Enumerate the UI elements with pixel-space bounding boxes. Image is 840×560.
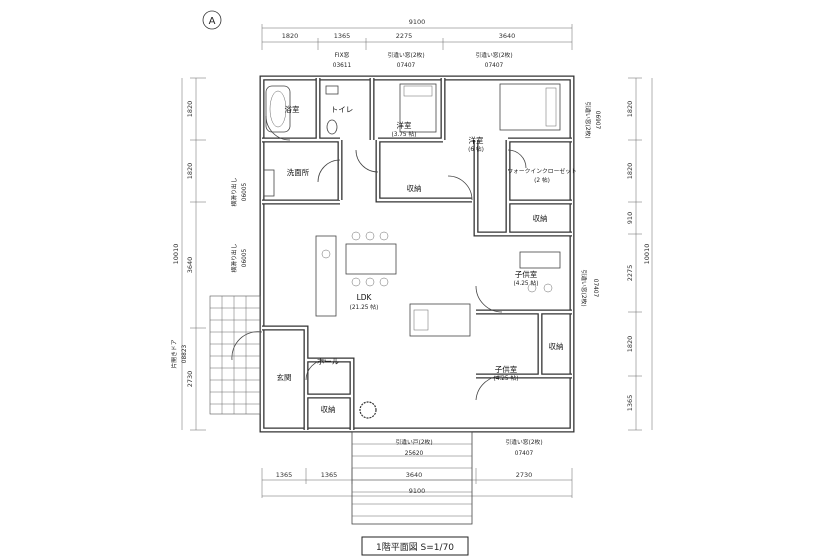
window-right-top-label: 引違い窓(2枚) xyxy=(584,101,592,138)
window-left-1-label: 横滑り出し xyxy=(230,177,238,206)
left-dimensions: 1820 1820 3640 2730 10010 xyxy=(172,77,206,431)
sofa-icon xyxy=(409,303,471,337)
right-dim-3: 910 xyxy=(626,212,634,224)
right-dim-4: 2275 xyxy=(626,265,634,282)
right-total-dim: 10010 xyxy=(643,244,651,265)
window-fix-code: 03611 xyxy=(333,63,352,69)
window-left-2-code: 06005 xyxy=(242,248,248,267)
bottom-dim-2: 1365 xyxy=(321,471,338,479)
door-left-label: 片開きドア xyxy=(170,339,178,368)
window-fix-label: FIX窓 xyxy=(335,51,350,59)
bottom-dim-4: 2730 xyxy=(516,471,533,479)
window-bottom-1-code: 25620 xyxy=(405,451,424,457)
window-top-1-label: 引違い窓(2枚) xyxy=(387,51,424,59)
room-child-1-size: (4.25 帖) xyxy=(513,279,538,287)
left-total-dim: 10010 xyxy=(172,244,180,265)
right-dim-5: 1820 xyxy=(626,336,634,353)
dining-table-icon xyxy=(345,231,397,287)
right-dim-6: 1365 xyxy=(626,395,634,412)
room-storage-1: 収納 xyxy=(407,183,422,193)
room-western-2-size: (6 帖) xyxy=(468,145,484,153)
room-storage-4: 収納 xyxy=(321,404,336,414)
room-walkin-size: (2 帖) xyxy=(534,176,550,184)
room-bath: 浴室 xyxy=(285,104,300,114)
window-right-mid-code: 07407 xyxy=(592,279,598,298)
room-western-1-size: (3.75 帖) xyxy=(391,130,416,138)
bottom-total-dim: 9100 xyxy=(409,487,426,495)
room-storage-2: 収納 xyxy=(533,213,548,223)
window-left-2-label: 横滑り出し xyxy=(230,243,238,272)
window-top-1-code: 07407 xyxy=(397,63,416,69)
window-right-top-code: 06907 xyxy=(594,111,600,130)
room-child-1: 子供室 xyxy=(515,269,538,279)
left-dim-1: 1820 xyxy=(186,101,194,118)
bottom-dimensions: 1365 1365 3640 2730 9100 xyxy=(261,468,573,498)
drawing-title: 1階平面図 S=1/70 xyxy=(361,536,469,556)
window-left-1-code: 06005 xyxy=(242,182,248,201)
room-storage-3: 収納 xyxy=(549,341,564,351)
room-toilet: トイレ xyxy=(331,105,354,114)
room-ldk: LDK xyxy=(357,293,373,302)
porch-grid xyxy=(209,295,261,415)
top-total-dim: 9100 xyxy=(409,18,426,26)
room-child-2: 子供室 xyxy=(495,364,518,374)
exterior-walls xyxy=(259,75,575,433)
room-ldk-size: (21.25 帖) xyxy=(350,303,379,311)
room-hall: ホール xyxy=(317,357,340,366)
window-bottom-2-code: 07407 xyxy=(515,451,534,457)
room-entrance: 玄関 xyxy=(277,372,292,382)
right-dim-2: 1820 xyxy=(626,163,634,180)
window-top-2-label: 引違い窓(2枚) xyxy=(475,51,512,59)
room-western-2: 洋室 xyxy=(469,135,484,145)
room-washroom: 洗面所 xyxy=(287,167,310,177)
double-bed-icon xyxy=(499,83,561,131)
interior-walls xyxy=(262,78,572,430)
bathtub-icon xyxy=(265,85,291,133)
north-symbol-label: A xyxy=(209,16,216,27)
window-bottom-1-label: 引違い戸(2枚) xyxy=(395,438,432,446)
top-dim-3: 2275 xyxy=(396,32,413,40)
top-dim-4: 3640 xyxy=(499,32,516,40)
top-dim-2: 1365 xyxy=(334,32,351,40)
kitchen-counter-icon xyxy=(315,235,337,317)
desk-icon xyxy=(519,251,561,293)
top-dimensions: 9100 1820 1365 2275 3640 xyxy=(261,18,573,50)
window-bottom-2-label: 引違い窓(2枚) xyxy=(505,438,542,446)
room-western-1: 洋室 xyxy=(397,120,412,130)
bottom-dim-1: 1365 xyxy=(276,471,293,479)
left-dim-2: 1820 xyxy=(186,163,194,180)
window-top-2-code: 07407 xyxy=(485,63,504,69)
north-arrow-icon: A xyxy=(202,10,222,30)
window-right-mid-label: 引違い窓(2枚) xyxy=(580,269,588,306)
plant-icon xyxy=(359,401,377,419)
toilet-icon xyxy=(325,85,339,135)
door-left-code: 08823 xyxy=(182,344,188,363)
left-dim-4: 2730 xyxy=(186,371,194,388)
room-child-2-size: (4.25 帖) xyxy=(493,374,518,382)
bed-icon xyxy=(399,83,437,133)
top-dim-1: 1820 xyxy=(282,32,299,40)
room-walkin: ウォークインクローゼット xyxy=(507,167,577,175)
washbasin-icon xyxy=(263,169,275,197)
bottom-dim-3: 3640 xyxy=(406,471,423,479)
left-dim-3: 3640 xyxy=(186,257,194,274)
right-dim-1: 1820 xyxy=(626,101,634,118)
deck-steps xyxy=(351,431,473,525)
right-dimensions: 1820 1820 910 2275 1820 1365 10010 xyxy=(626,77,653,431)
drawing-title-text: 1階平面図 S=1/70 xyxy=(376,542,454,553)
